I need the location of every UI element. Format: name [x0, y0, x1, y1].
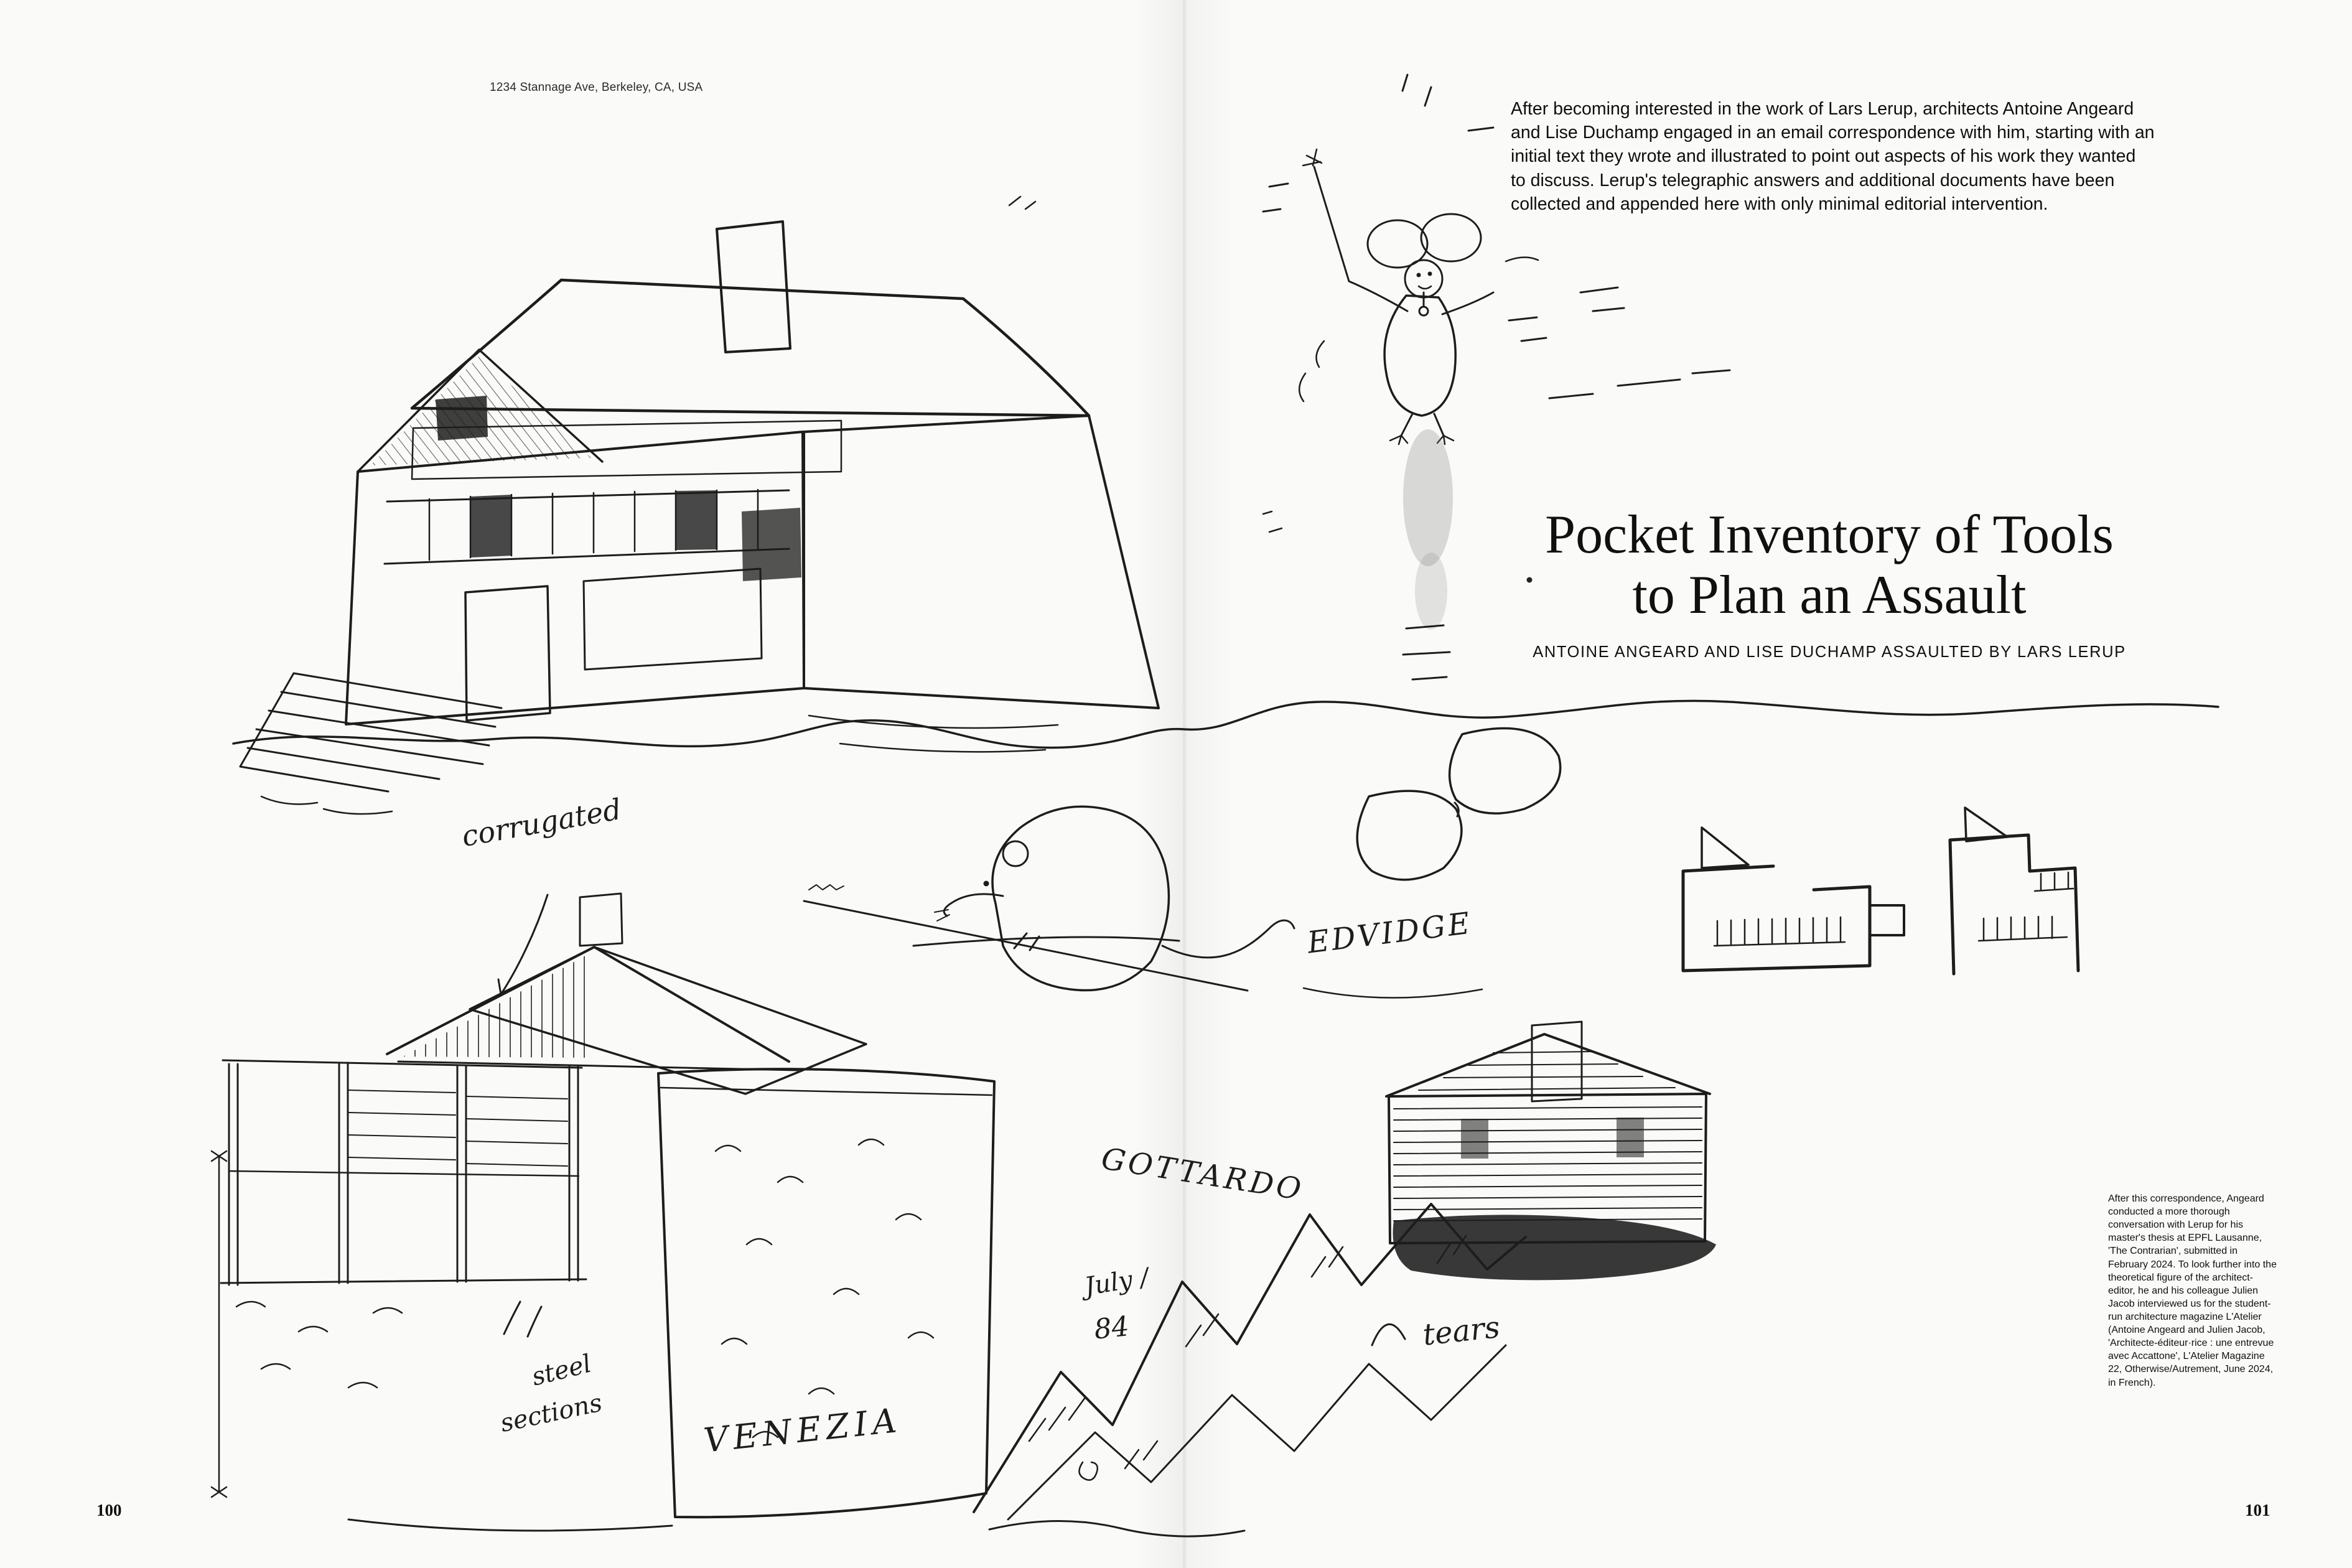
intro-paragraph: After becoming interested in the work of…: [1511, 99, 2155, 214]
article-title-block: Pocket Inventory of Tools to Plan an Ass…: [1450, 505, 2209, 661]
article-title-line-2: to Plan an Assault: [1632, 564, 2027, 625]
butterfly-sketch: [1356, 727, 1562, 881]
article-title-line-1: Pocket Inventory of Tools: [1545, 505, 2114, 565]
page-number-left: 100: [96, 1501, 122, 1519]
address-caption: 1234 Stannage Ave, Berkeley, CA, USA: [490, 81, 703, 94]
house-hillside-sketch: [239, 195, 1160, 815]
torn-edge-line-sketch: [232, 699, 2219, 749]
mountains-sketch: [973, 1203, 1527, 1538]
title-dot-mark: [1526, 577, 1533, 583]
frame-house-sketch: [210, 892, 996, 1532]
flying-mouse-figure-sketch: [1262, 73, 1731, 681]
handwritten-label-year: 84: [1093, 1310, 1131, 1346]
page-number-right: 101: [2245, 1501, 2270, 1519]
rat-tightrope-sketch: [803, 805, 1483, 999]
floor-plan-sketches: [1681, 806, 2080, 976]
article-subtitle: ANTOINE ANGEARD AND LISE DUCHAMP ASSAULT…: [1533, 643, 2126, 661]
dark-shed-house-sketch: [1385, 1020, 1716, 1281]
margin-note: After this correspondence, Angeard condu…: [2108, 1193, 2277, 1388]
